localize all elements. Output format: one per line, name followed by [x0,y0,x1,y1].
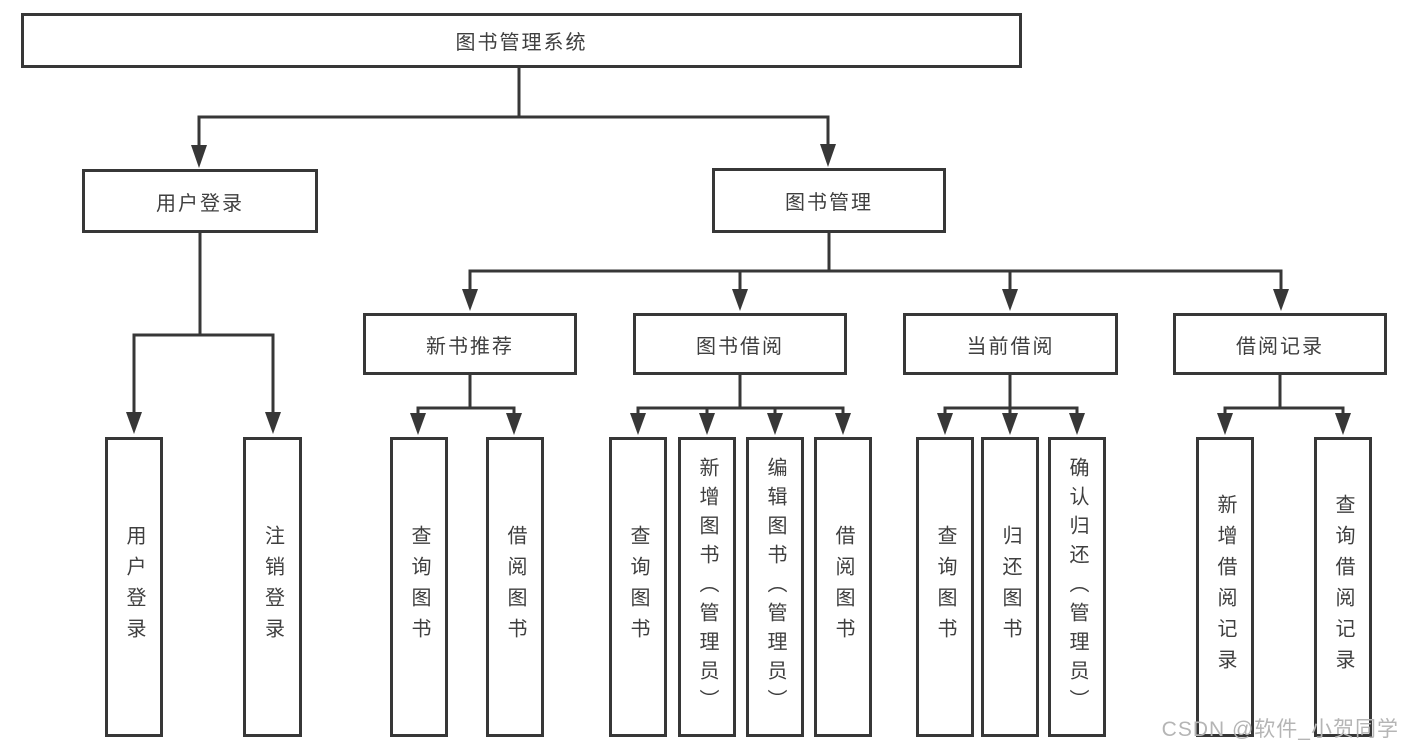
node-current-borrow: 当前借阅 [903,313,1118,375]
leaf-bb-borrow-book: 借阅图书 [814,437,872,737]
connector-newbookrec-children [410,375,522,435]
leaf-br-add-record-label: 新增借阅记录 [1214,494,1236,680]
connector-userlogin-children [126,233,281,434]
leaf-cb-return-book: 归还图书 [981,437,1039,737]
node-new-book-rec-label: 新书推荐 [426,335,514,358]
node-borrow-records-label: 借阅记录 [1236,335,1324,358]
node-book-mgmt: 图书管理 [712,168,946,233]
leaf-nbr-borrow-book: 借阅图书 [486,437,544,737]
leaf-cb-confirm-return: 确认归还（管理员） [1048,437,1106,737]
leaf-bb-add-book: 新增图书（管理员） [678,437,736,737]
connector-borrowrecords-children [1217,375,1351,435]
leaf-user-login: 用户登录 [105,437,163,737]
csdn-watermark: CSDN @软件_小贺同学 [1161,718,1399,741]
node-user-login-label: 用户登录 [156,192,244,215]
leaf-cb-confirm-return-label: 确认归还（管理员） [1066,456,1088,718]
leaf-nbr-borrow-book-label: 借阅图书 [504,525,526,649]
node-current-borrow-label: 当前借阅 [966,335,1055,358]
node-book-borrow-label: 图书借阅 [696,335,784,358]
leaf-user-login-label: 用户登录 [123,525,145,649]
leaf-bb-add-book-label: 新增图书（管理员） [696,456,718,718]
leaf-bb-query-book-label: 查询图书 [627,525,649,649]
node-root-label: 图书管理系统 [455,32,588,54]
leaf-nbr-query-book-label: 查询图书 [408,525,430,649]
connector-bookborrow-children [630,375,851,435]
leaf-logout-label: 注销登录 [261,525,284,649]
leaf-bb-edit-book: 编辑图书（管理员） [746,437,804,737]
leaf-br-add-record: 新增借阅记录 [1196,437,1254,737]
node-new-book-rec: 新书推荐 [363,313,577,375]
leaf-bb-borrow-book-label: 借阅图书 [832,525,854,649]
node-book-mgmt-label: 图书管理 [785,192,873,214]
leaf-cb-query-book-label: 查询图书 [934,525,956,649]
leaf-bb-edit-book-label: 编辑图书（管理员） [764,456,786,718]
connector-currentborrow-children [937,375,1085,435]
leaf-nbr-query-book: 查询图书 [390,437,448,737]
leaf-cb-return-book-label: 归还图书 [999,525,1021,649]
node-book-borrow: 图书借阅 [633,313,847,375]
leaf-logout: 注销登录 [243,437,302,737]
node-borrow-records: 借阅记录 [1173,313,1387,375]
connector-bookmgmt-children [462,233,1289,311]
leaf-bb-query-book: 查询图书 [609,437,667,737]
connector-root-to-level1 [191,68,836,168]
leaf-br-query-record: 查询借阅记录 [1314,437,1372,737]
leaf-cb-query-book: 查询图书 [916,437,974,737]
node-user-login: 用户登录 [82,169,318,233]
leaf-br-query-record-label: 查询借阅记录 [1332,494,1354,680]
node-root: 图书管理系统 [21,13,1022,68]
